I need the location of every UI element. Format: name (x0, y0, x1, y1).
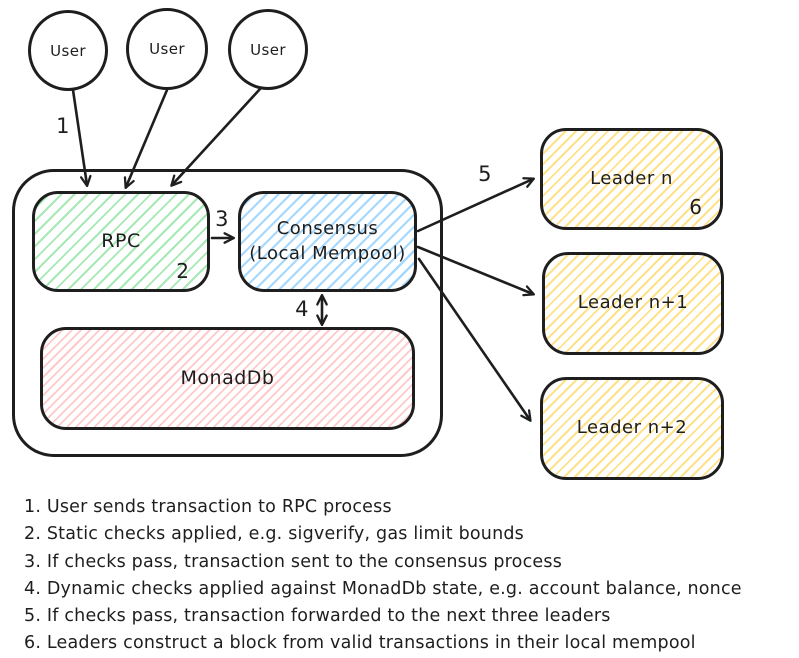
legend-list: 1. User sends transaction to RPC process… (24, 494, 742, 658)
leader-n2-label: Leader n+2 (576, 417, 688, 439)
rpc-node-label: RPC (101, 229, 141, 252)
user-node-2-label: User (149, 40, 185, 58)
leader-n1-label: Leader n+1 (577, 292, 689, 314)
consensus-node-label: Consensus (Local Mempool) (249, 217, 406, 266)
legend-item-5: 5. If checks pass, transaction forwarded… (24, 606, 611, 627)
user-node-1-label: User (50, 41, 86, 60)
leader-n1-node: Leader n+1 (542, 252, 724, 355)
step-marker-3: 3 (215, 207, 229, 231)
user-node-1: User (28, 10, 108, 91)
user-node-3-label: User (250, 40, 286, 59)
leader-n-node: Leader n 6 (540, 128, 723, 230)
consensus-label-line1: Consensus (276, 218, 379, 240)
monaddb-node-label: MonadDb (180, 366, 275, 389)
step-marker-4: 4 (295, 297, 309, 321)
consensus-label-line2: (Local Mempool) (249, 242, 406, 264)
user-node-3: User (228, 9, 308, 90)
legend-item-1: 1. User sends transaction to RPC process (24, 497, 392, 517)
legend-item-4: 4. Dynamic checks applied against MonadD… (24, 578, 742, 599)
legend-item-6: 6. Leaders construct a block from valid … (24, 633, 696, 654)
leader-n-label: Leader n (590, 167, 673, 189)
step-marker-2: 2 (176, 259, 189, 283)
step-marker-1: 1 (56, 114, 70, 138)
monaddb-node: MonadDb (40, 327, 415, 430)
rpc-node: RPC 2 (32, 191, 210, 292)
legend-item-3: 3. If checks pass, transaction sent to t… (24, 551, 563, 572)
user-node-2: User (126, 8, 208, 90)
consensus-node: Consensus (Local Mempool) (238, 191, 417, 292)
step-marker-6: 6 (689, 195, 702, 219)
legend-item-2: 2. Static checks applied, e.g. sigverify… (24, 524, 525, 545)
step-marker-5: 5 (478, 162, 492, 186)
leader-n2-node: Leader n+2 (540, 377, 724, 480)
